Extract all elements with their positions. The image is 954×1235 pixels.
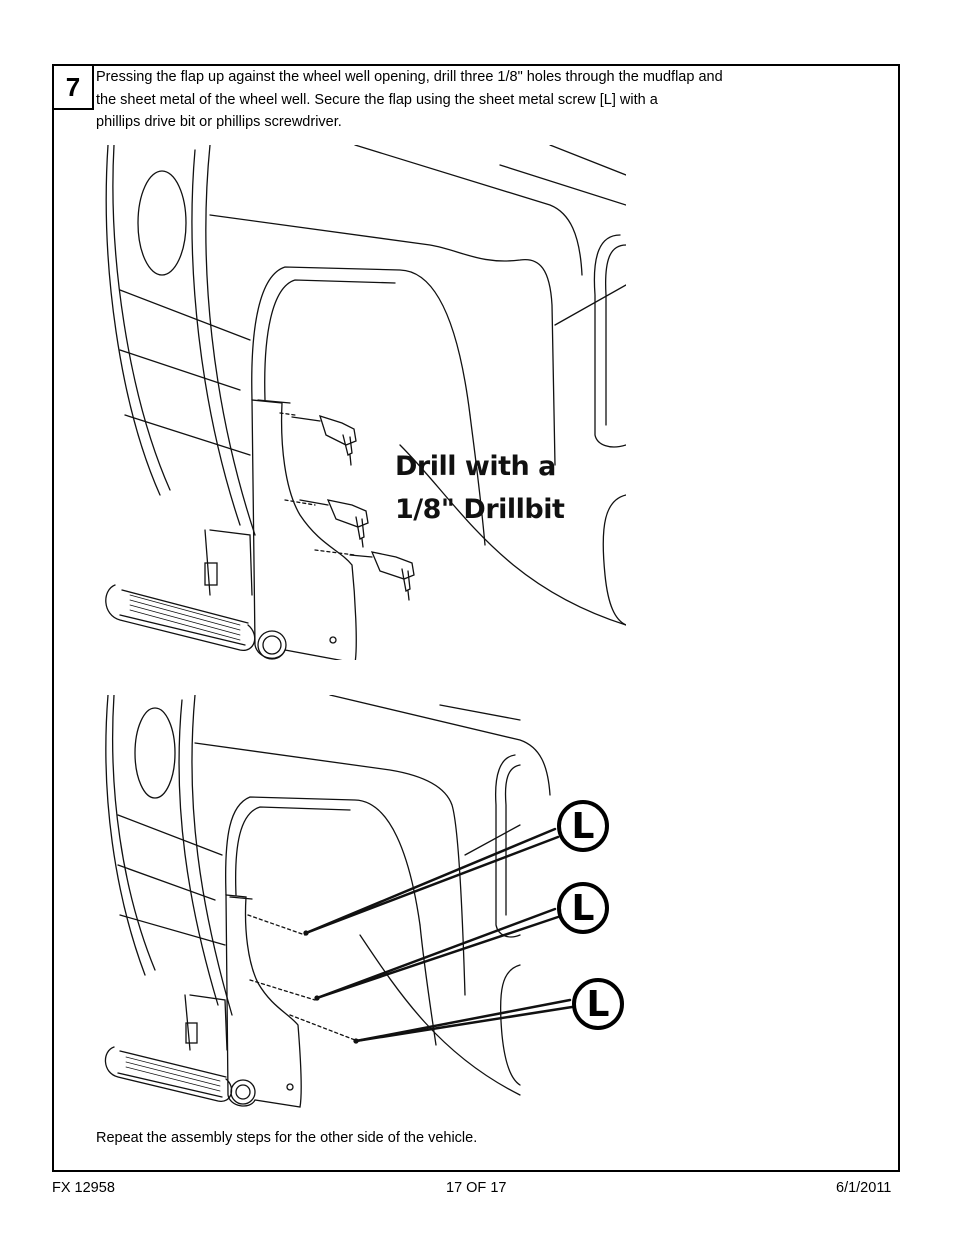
step-number: 7 [52, 64, 94, 110]
footer-date: 6/1/2011 [836, 1180, 892, 1196]
screw-install-illustration [104, 695, 574, 1108]
drill-caption-line-2: 1/8" Drillbit [395, 494, 565, 525]
step-instructions: Pressing the flap up against the wheel w… [96, 66, 856, 134]
callout-screw-l-3: L [572, 978, 624, 1030]
callout-screw-l-1: L [557, 800, 609, 852]
instruction-line-1: Pressing the flap up against the wheel w… [96, 69, 723, 85]
instruction-line-2: the sheet metal of the wheel well. Secur… [96, 91, 658, 108]
drilling-illustration [105, 145, 626, 660]
step-frame [52, 64, 900, 1172]
repeat-note: Repeat the assembly steps for the other … [96, 1130, 478, 1146]
drill-caption-line-1: Drill with a [395, 451, 556, 482]
callout-screw-l-2: L [557, 882, 609, 934]
drill-caption: Drill with a 1/8" Drillbit [395, 445, 565, 531]
footer-page-number: 17 OF 17 [446, 1180, 507, 1196]
footer-part-number: FX 12958 [52, 1180, 115, 1196]
instruction-line-3: phillips drive bit or phillips screwdriv… [96, 114, 342, 130]
